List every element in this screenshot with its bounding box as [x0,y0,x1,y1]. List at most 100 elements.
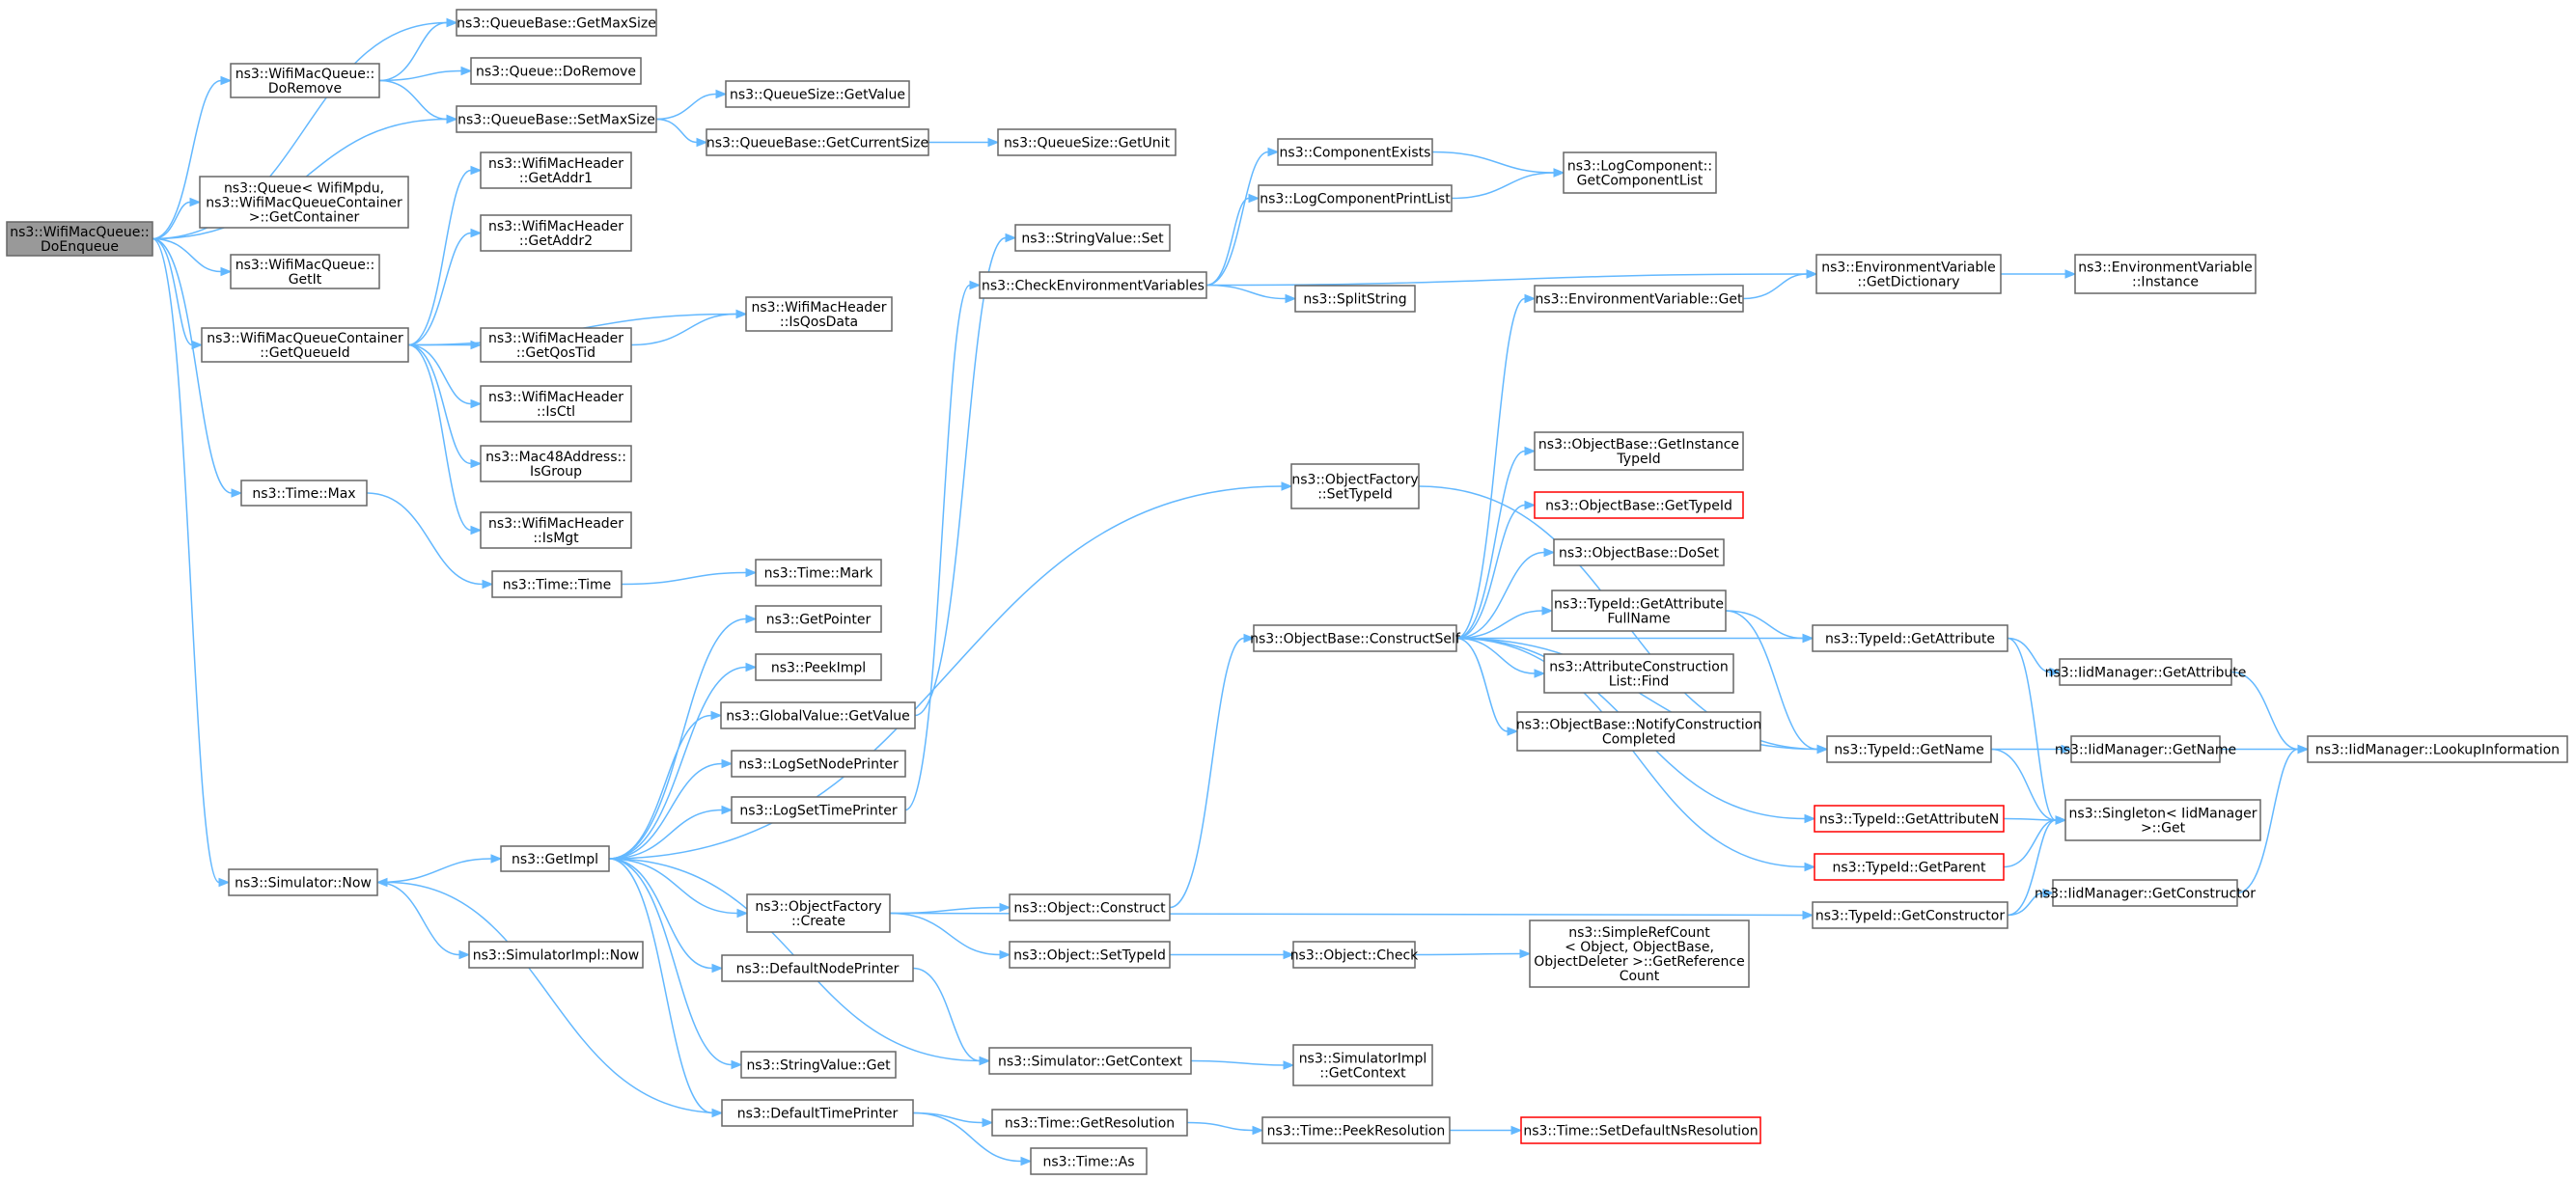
node-tid-getattr[interactable]: ns3::TypeId::GetAttribute [1812,624,2008,652]
node-simplerefcount[interactable]: ns3::SimpleRefCount< Object, ObjectBase,… [1529,919,1750,988]
node-box [1553,538,1725,566]
arrowhead [220,75,233,86]
node-label: ::GetDictionary [1857,275,1959,290]
node-checkenv[interactable]: ns3::CheckEnvironmentVariables [979,271,1207,299]
edge-getimpl-to-of-create [608,858,749,919]
node-getpointer[interactable]: ns3::GetPointer [755,605,882,633]
node-gv-getvalue[interactable]: ns3::GlobalValue::GetValue [720,701,916,729]
node-envvar-get[interactable]: ns3::EnvironmentVariable::Get [1534,285,1744,313]
node-wmh-addr2[interactable]: ns3::WifiMacHeader::GetAddr2 [480,214,632,252]
node-label: ns3::WifiMacQueueContainer [207,331,403,346]
node-q-doremove[interactable]: ns3::Queue::DoRemove [470,57,642,85]
node-time-time[interactable]: ns3::Time::Time [491,570,623,598]
node-qb-setmax[interactable]: ns3::QueueBase::SetMaxSize [456,105,657,133]
node-qs-getvalue[interactable]: ns3::QueueSize::GetValue [725,80,910,108]
node-time-setdefns[interactable]: ns3::Time::SetDefaultNsResolution [1520,1116,1761,1144]
node-defnodeprinter[interactable]: ns3::DefaultNodePrinter [721,954,914,982]
node-obj-construct[interactable]: ns3::Object::Construct [1009,893,1171,921]
arrowhead [1285,293,1297,304]
node-tid-getattrn[interactable]: ns3::TypeId::GetAttributeN [1814,805,2005,833]
node-label: ns3::SplitString [1303,292,1406,308]
node-obj-settypeid[interactable]: ns3::Object::SetTypeId [1009,941,1171,969]
node-simimpl-now[interactable]: ns3::SimulatorImpl::Now [468,941,644,969]
node-iid-getname[interactable]: ns3::IidManager::GetName [2055,735,2236,763]
node-deftimeprinter[interactable]: ns3::DefaultTimePrinter [721,1099,914,1127]
edge-checkenv-to-compexists [1205,147,1280,287]
edge-line [608,666,747,860]
node-obj-check[interactable]: ns3::Object::Check [1290,941,1419,969]
node-sim-getcontext[interactable]: ns3::Simulator::GetContext [988,1047,1192,1075]
node-time-as[interactable]: ns3::Time::As [1030,1147,1148,1175]
arrowhead [999,949,1011,960]
node-logcompprint[interactable]: ns3::LogComponentPrintList [1258,184,1453,212]
node-mac48-isgroup[interactable]: ns3::Mac48Address::IsGroup [480,445,632,482]
node-label: ns3::Time::Time [503,578,611,593]
node-ob-gettypeid[interactable]: ns3::ObjectBase::GetTypeId [1534,491,1744,519]
node-tid-getname[interactable]: ns3::TypeId::GetName [1826,735,1992,763]
node-time-mark[interactable]: ns3::Time::Mark [755,559,882,587]
node-sv-get[interactable]: ns3::StringValue::Get [740,1051,897,1079]
node-qb-getcur[interactable]: ns3::QueueBase::GetCurrentSize [706,128,929,156]
node-label: ns3::SimpleRefCount [1568,925,1710,941]
edge-wmqc-getqueueid-to-wmh-ismgt [407,343,483,535]
node-time-getres[interactable]: ns3::Time::GetResolution [991,1109,1188,1137]
node-qs-getunit[interactable]: ns3::QueueSize::GetUnit [997,128,1177,156]
node-label: ns3::ObjectBase::GetInstance [1538,437,1739,453]
node-time-peekres[interactable]: ns3::Time::PeekResolution [1261,1116,1451,1144]
node-root[interactable]: ns3::WifiMacQueue::DoEnqueue [6,221,153,257]
node-sv-set[interactable]: ns3::StringValue::Set [1014,224,1171,252]
node-getimpl[interactable]: ns3::GetImpl [500,845,610,872]
edge-getimpl-to-gv-getvalue [608,710,723,860]
node-label: List::Find [1609,674,1670,690]
node-wmh-isqosdata[interactable]: ns3::WifiMacHeader::IsQosData [745,296,893,332]
node-tid-getparent[interactable]: ns3::TypeId::GetParent [1814,853,2005,881]
node-box [1815,254,2002,294]
node-splitstring[interactable]: ns3::SplitString [1294,285,1416,313]
node-wmqc-getqueueid[interactable]: ns3::WifiMacQueueContainer::GetQueueId [201,327,409,363]
node-ob-doset[interactable]: ns3::ObjectBase::DoSet [1553,538,1725,566]
node-envvar-instance[interactable]: ns3::EnvironmentVariable::Instance [2074,254,2257,294]
node-simimpl-getcontext[interactable]: ns3::SimulatorImpl::GetContext [1292,1044,1433,1086]
node-of-create[interactable]: ns3::ObjectFactory::Create [746,893,891,933]
node-peekimpl[interactable]: ns3::PeekImpl [755,653,882,681]
node-label: IsGroup [530,464,582,480]
node-wmq-doremove[interactable]: ns3::WifiMacQueue::DoRemove [230,63,380,98]
node-envvar-getdict[interactable]: ns3::EnvironmentVariable::GetDictionary [1815,254,2002,294]
node-qb-getmax[interactable]: ns3::QueueBase::GetMaxSize [456,9,657,37]
node-label: ns3::ObjectFactory [1291,473,1418,488]
node-wmh-ismgt[interactable]: ns3::WifiMacHeader::IsMgt [480,511,632,549]
edge-qb-setmax-to-qb-getcur [655,118,708,148]
node-iid-getattr[interactable]: ns3::IidManager::GetAttribute [2045,658,2247,686]
node-singleton-get[interactable]: ns3::Singleton< IidManager>::Get [2064,799,2261,841]
node-wmh-isctl[interactable]: ns3::WifiMacHeader::IsCtl [480,385,632,423]
node-wmh-getqostid[interactable]: ns3::WifiMacHeader::GetQosTid [480,327,632,363]
node-q-getcontainer[interactable]: ns3::Queue< WifiMpdu,ns3::WifiMacQueueCo… [199,176,409,229]
node-sim-now[interactable]: ns3::Simulator::Now [228,868,378,896]
node-wmh-addr1[interactable]: ns3::WifiMacHeader::GetAddr1 [480,151,632,189]
edge-line [2003,819,2057,868]
edge-line [2007,637,2051,673]
arrowhead [460,66,473,76]
arrowhead [745,662,758,672]
node-logsettime[interactable]: ns3::LogSetTimePrinter [731,796,906,824]
node-tid-getctor[interactable]: ns3::TypeId::GetConstructor [1812,901,2008,929]
arrowhead [710,710,723,721]
node-wmq-getit[interactable]: ns3::WifiMacQueue::GetIt [230,254,380,289]
node-of-settypeid[interactable]: ns3::ObjectFactory::SetTypeId [1290,463,1420,509]
node-ob-construct[interactable]: ns3::ObjectBase::ConstructSelf [1250,624,1461,652]
node-iid-lookup[interactable]: ns3::IidManager::LookupInformation [2307,735,2568,763]
node-ob-notify[interactable]: ns3::ObjectBase::NotifyConstructionCompl… [1516,711,1761,752]
node-logsetnode[interactable]: ns3::LogSetNodePrinter [731,750,906,778]
arrowhead [470,228,483,238]
node-compexists[interactable]: ns3::ComponentExists [1277,138,1433,166]
node-iid-getctor[interactable]: ns3::IidManager::GetConstructor [2035,879,2256,907]
node-time-max[interactable]: ns3::Time::Max [240,480,368,507]
edge-time-max-to-time-time [366,492,494,590]
arrowhead [721,758,734,769]
node-logcomp-getlist[interactable]: ns3::LogComponent::GetComponentList [1563,151,1717,194]
node-box [755,605,882,633]
arrowhead [470,525,483,535]
